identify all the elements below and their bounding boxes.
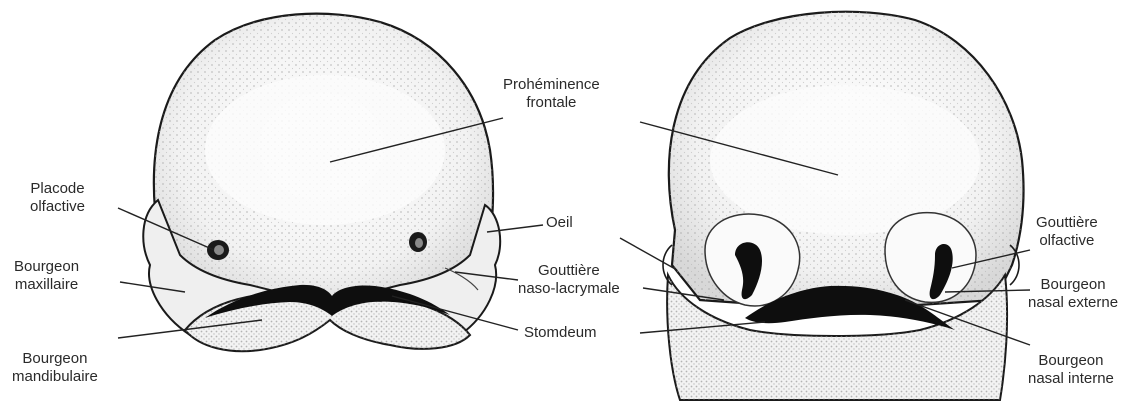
label-bourgeon-mandibulaire: Bourgeon mandibulaire: [12, 350, 98, 386]
label-line: Oeil: [546, 214, 573, 232]
label-line: Stomdeum: [524, 324, 597, 342]
label-line: olfactive: [1036, 232, 1098, 250]
label-line: maxillaire: [14, 276, 79, 294]
label-line: Bourgeon: [12, 350, 98, 368]
label-oeil: Oeil: [546, 214, 573, 232]
label-line: Bourgeon: [1028, 352, 1114, 370]
label-line: olfactive: [30, 198, 85, 216]
label-stomdeum: Stomdeum: [524, 324, 597, 342]
label-gouttiere-olfactive: Gouttière olfactive: [1036, 214, 1098, 250]
label-line: naso-lacrymale: [518, 280, 620, 298]
label-line: Placode: [30, 180, 85, 198]
label-line: Gouttière: [1036, 214, 1098, 232]
label-prominence-frontale: Prohéminence frontale: [503, 76, 600, 112]
leader-oeil-right: [620, 238, 677, 270]
label-bourgeon-maxillaire: Bourgeon maxillaire: [14, 258, 79, 294]
label-line: nasal interne: [1028, 370, 1114, 388]
left-embryo: [143, 14, 500, 352]
right-embryo: [663, 12, 1024, 400]
label-bourgeon-nasal-interne: Bourgeon nasal interne: [1028, 352, 1114, 388]
label-line: Bourgeon: [14, 258, 79, 276]
label-line: Prohéminence: [503, 76, 600, 94]
label-bourgeon-nasal-externe: Bourgeon nasal externe: [1028, 276, 1118, 312]
label-line: nasal externe: [1028, 294, 1118, 312]
label-line: Gouttière: [518, 262, 620, 280]
label-line: frontale: [503, 94, 600, 112]
label-line: mandibulaire: [12, 368, 98, 386]
label-line: Bourgeon: [1028, 276, 1118, 294]
label-gouttiere-naso-lacrymale: Gouttière naso-lacrymale: [518, 262, 620, 298]
label-placode-olfactive: Placode olfactive: [30, 180, 85, 216]
